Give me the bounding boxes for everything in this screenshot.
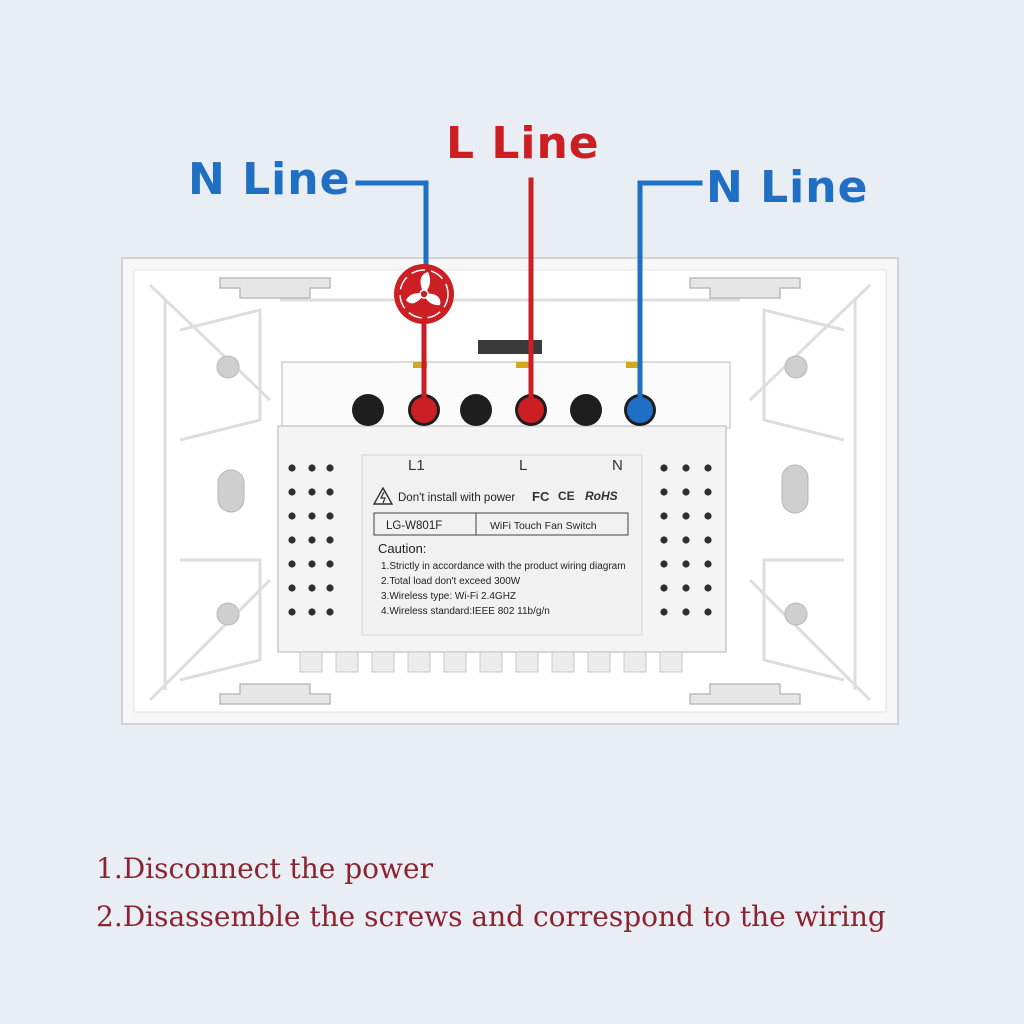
vent-hole <box>682 512 690 520</box>
fc-mark: FC <box>532 489 550 504</box>
vent-hole <box>704 560 712 568</box>
module-slot <box>478 340 542 354</box>
vent-hole <box>682 608 690 616</box>
product-label <box>361 454 643 636</box>
vent-hole <box>704 488 712 496</box>
vent-hole <box>288 536 296 544</box>
ce-mark: CE <box>558 489 575 503</box>
screw-holes <box>216 355 809 626</box>
module-teeth <box>299 651 683 673</box>
vent-hole <box>326 488 334 496</box>
vent-hole <box>660 536 668 544</box>
vent-hole <box>288 584 296 592</box>
vent-hole <box>308 464 316 472</box>
right-n-wire <box>637 180 703 405</box>
instruction-step: 1.Disconnect the power <box>96 852 433 885</box>
vent-hole <box>682 488 690 496</box>
vent-hole <box>704 464 712 472</box>
vent-hole <box>308 608 316 616</box>
vent-hole <box>288 464 296 472</box>
n-wire-dot <box>627 397 653 423</box>
vent-hole <box>704 608 712 616</box>
vent-hole <box>326 464 334 472</box>
vent-hole <box>704 536 712 544</box>
instruction-step: 2.Disassemble the screws and correspond … <box>96 900 886 933</box>
vent-hole <box>308 536 316 544</box>
warning-text: Don't install with power <box>398 492 515 504</box>
vent-hole <box>308 488 316 496</box>
model-number: LG-W801F <box>386 520 442 532</box>
vent-hole <box>660 464 668 472</box>
rohs-mark: RoHS <box>585 489 618 503</box>
center-l-line-label: L Line <box>446 118 600 169</box>
wiring-lines <box>355 177 703 405</box>
mounting-clips <box>219 277 801 705</box>
vent-hole <box>682 464 690 472</box>
model-box <box>373 512 629 536</box>
vent-hole <box>308 560 316 568</box>
warning-triangle-icon <box>372 486 394 505</box>
vent-hole <box>326 608 334 616</box>
vent-hole <box>682 584 690 592</box>
caution-item: 4.Wireless standard:IEEE 802 11b/g/n <box>381 606 550 617</box>
vent-hole <box>288 512 296 520</box>
left-n-line-label: N Line <box>188 154 351 205</box>
caution-item: 1.Strictly in accordance with the produc… <box>381 561 626 572</box>
product-name: WiFi Touch Fan Switch <box>490 520 597 532</box>
vent-hole <box>682 560 690 568</box>
vent-hole <box>326 536 334 544</box>
terminal-label-l: L <box>519 457 527 474</box>
vent-hole <box>326 560 334 568</box>
caution-item: 3.Wireless type: Wi-Fi 2.4GHZ <box>381 591 516 602</box>
vent-hole <box>308 512 316 520</box>
vent-hole <box>704 584 712 592</box>
vent-hole <box>704 512 712 520</box>
l1-wire-dot <box>411 397 437 423</box>
frame-ribs <box>148 283 872 702</box>
vent-hole <box>682 536 690 544</box>
terminal-label-n: N <box>612 457 623 474</box>
vent-hole <box>660 488 668 496</box>
vent-hole <box>660 560 668 568</box>
terminal-block <box>281 361 731 429</box>
caution-item: 2.Total load don't exceed 300W <box>381 576 521 587</box>
vent-hole <box>326 584 334 592</box>
vent-hole <box>660 512 668 520</box>
vent-hole <box>326 512 334 520</box>
l-wire-dot <box>518 397 544 423</box>
vent-hole <box>660 584 668 592</box>
fan-icon <box>394 264 454 324</box>
vent-hole <box>308 584 316 592</box>
caution-title: Caution: <box>378 541 426 556</box>
right-n-line-label: N Line <box>706 162 869 213</box>
left-n-wire <box>355 180 429 269</box>
wire-stubs <box>413 362 640 368</box>
terminal-label-l1: L1 <box>408 457 425 474</box>
vent-hole <box>288 608 296 616</box>
vent-hole <box>660 608 668 616</box>
vent-hole <box>288 560 296 568</box>
vent-hole <box>288 488 296 496</box>
vent-holes <box>288 464 712 616</box>
